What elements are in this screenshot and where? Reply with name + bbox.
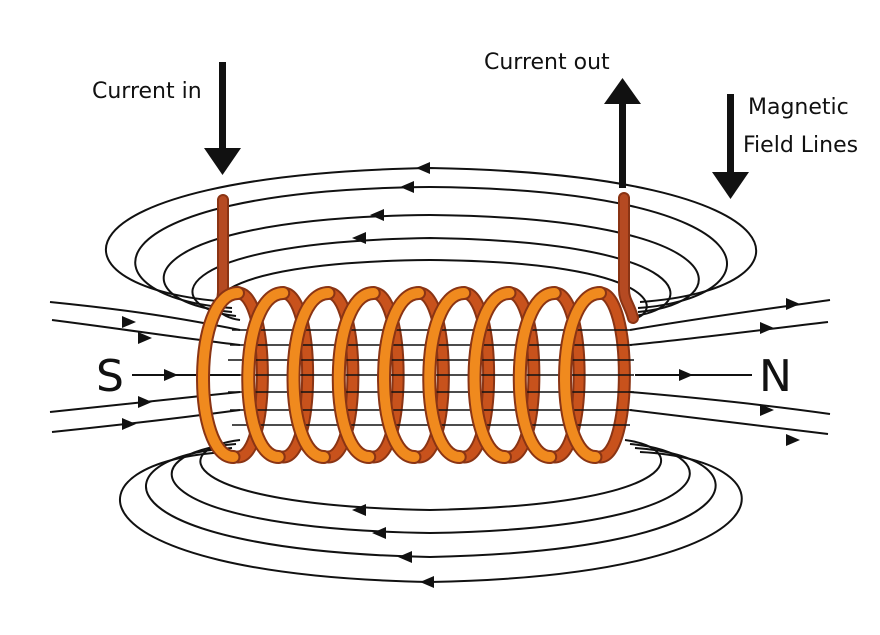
field-arrow-icon — [679, 369, 693, 381]
north-pole-label: N — [759, 351, 792, 402]
field-arrow-icon — [372, 527, 386, 539]
current-out-label: Current out — [484, 50, 610, 75]
field-arrow-icon — [138, 396, 152, 408]
arrow-down-icon — [712, 94, 749, 199]
field-arrow-icon — [760, 404, 774, 416]
field-arrow-icon — [398, 551, 412, 563]
coil-turn-front — [196, 286, 245, 464]
field-line-left-1 — [49, 301, 241, 331]
south-pole-label: S — [96, 351, 124, 402]
field-arrow-icon — [420, 576, 434, 588]
field-line-bottom-3 — [145, 447, 717, 559]
field-line-top-2 — [134, 185, 728, 309]
field-line-bottom-1 — [199, 439, 662, 512]
field-arrow-icon — [786, 434, 800, 446]
coil-turn-front — [241, 286, 291, 464]
field-arrow-icon — [786, 298, 800, 310]
field-arrow-icon — [370, 209, 384, 221]
field-arrow-icon — [122, 418, 136, 430]
field-direction-arrows — [122, 162, 800, 588]
field-line-top-4 — [191, 236, 672, 317]
field-line-bottom-4 — [119, 451, 743, 584]
field-arrow-icon — [122, 316, 136, 328]
lead-wire-out-fill — [620, 194, 637, 322]
coil-turn-front — [467, 286, 517, 464]
field-line-right-4 — [629, 409, 829, 435]
coil-turn-front — [331, 286, 381, 464]
coil-turn-front — [512, 286, 562, 464]
field-line-top-1 — [104, 166, 758, 303]
field-line-right-3 — [629, 391, 831, 415]
field-line-left-3 — [49, 391, 241, 413]
field-arrow-icon — [416, 162, 430, 174]
magnetic-field-lines-label-line2: Field Lines — [743, 133, 859, 158]
field-arrow-icon — [352, 504, 366, 516]
current-in-label: Current in — [92, 79, 202, 104]
field-arrow-icon — [400, 181, 414, 193]
coil-turn-front — [377, 286, 426, 464]
coil-turn-front — [558, 286, 607, 464]
field-line-top-3 — [162, 213, 700, 313]
arrow-up-icon — [604, 78, 641, 188]
field-line-left-4 — [51, 409, 241, 433]
field-arrow-icon — [352, 232, 366, 244]
field-line-bottom-2 — [170, 443, 691, 535]
coil-turn-front — [286, 286, 336, 464]
field-line-left-2 — [51, 319, 241, 346]
magnetic-field-lines-label-line1: Magnetic — [748, 95, 849, 120]
field-arrow-icon — [138, 332, 152, 344]
field-line-right-2 — [629, 321, 829, 346]
field-loops — [49, 166, 831, 584]
field-line-right-1 — [629, 299, 831, 331]
coil-front-turns — [196, 286, 607, 464]
arrow-down-icon — [204, 62, 241, 175]
coil-turn-front — [422, 286, 472, 464]
field-arrow-icon — [164, 369, 178, 381]
field-arrow-icon — [760, 322, 774, 334]
